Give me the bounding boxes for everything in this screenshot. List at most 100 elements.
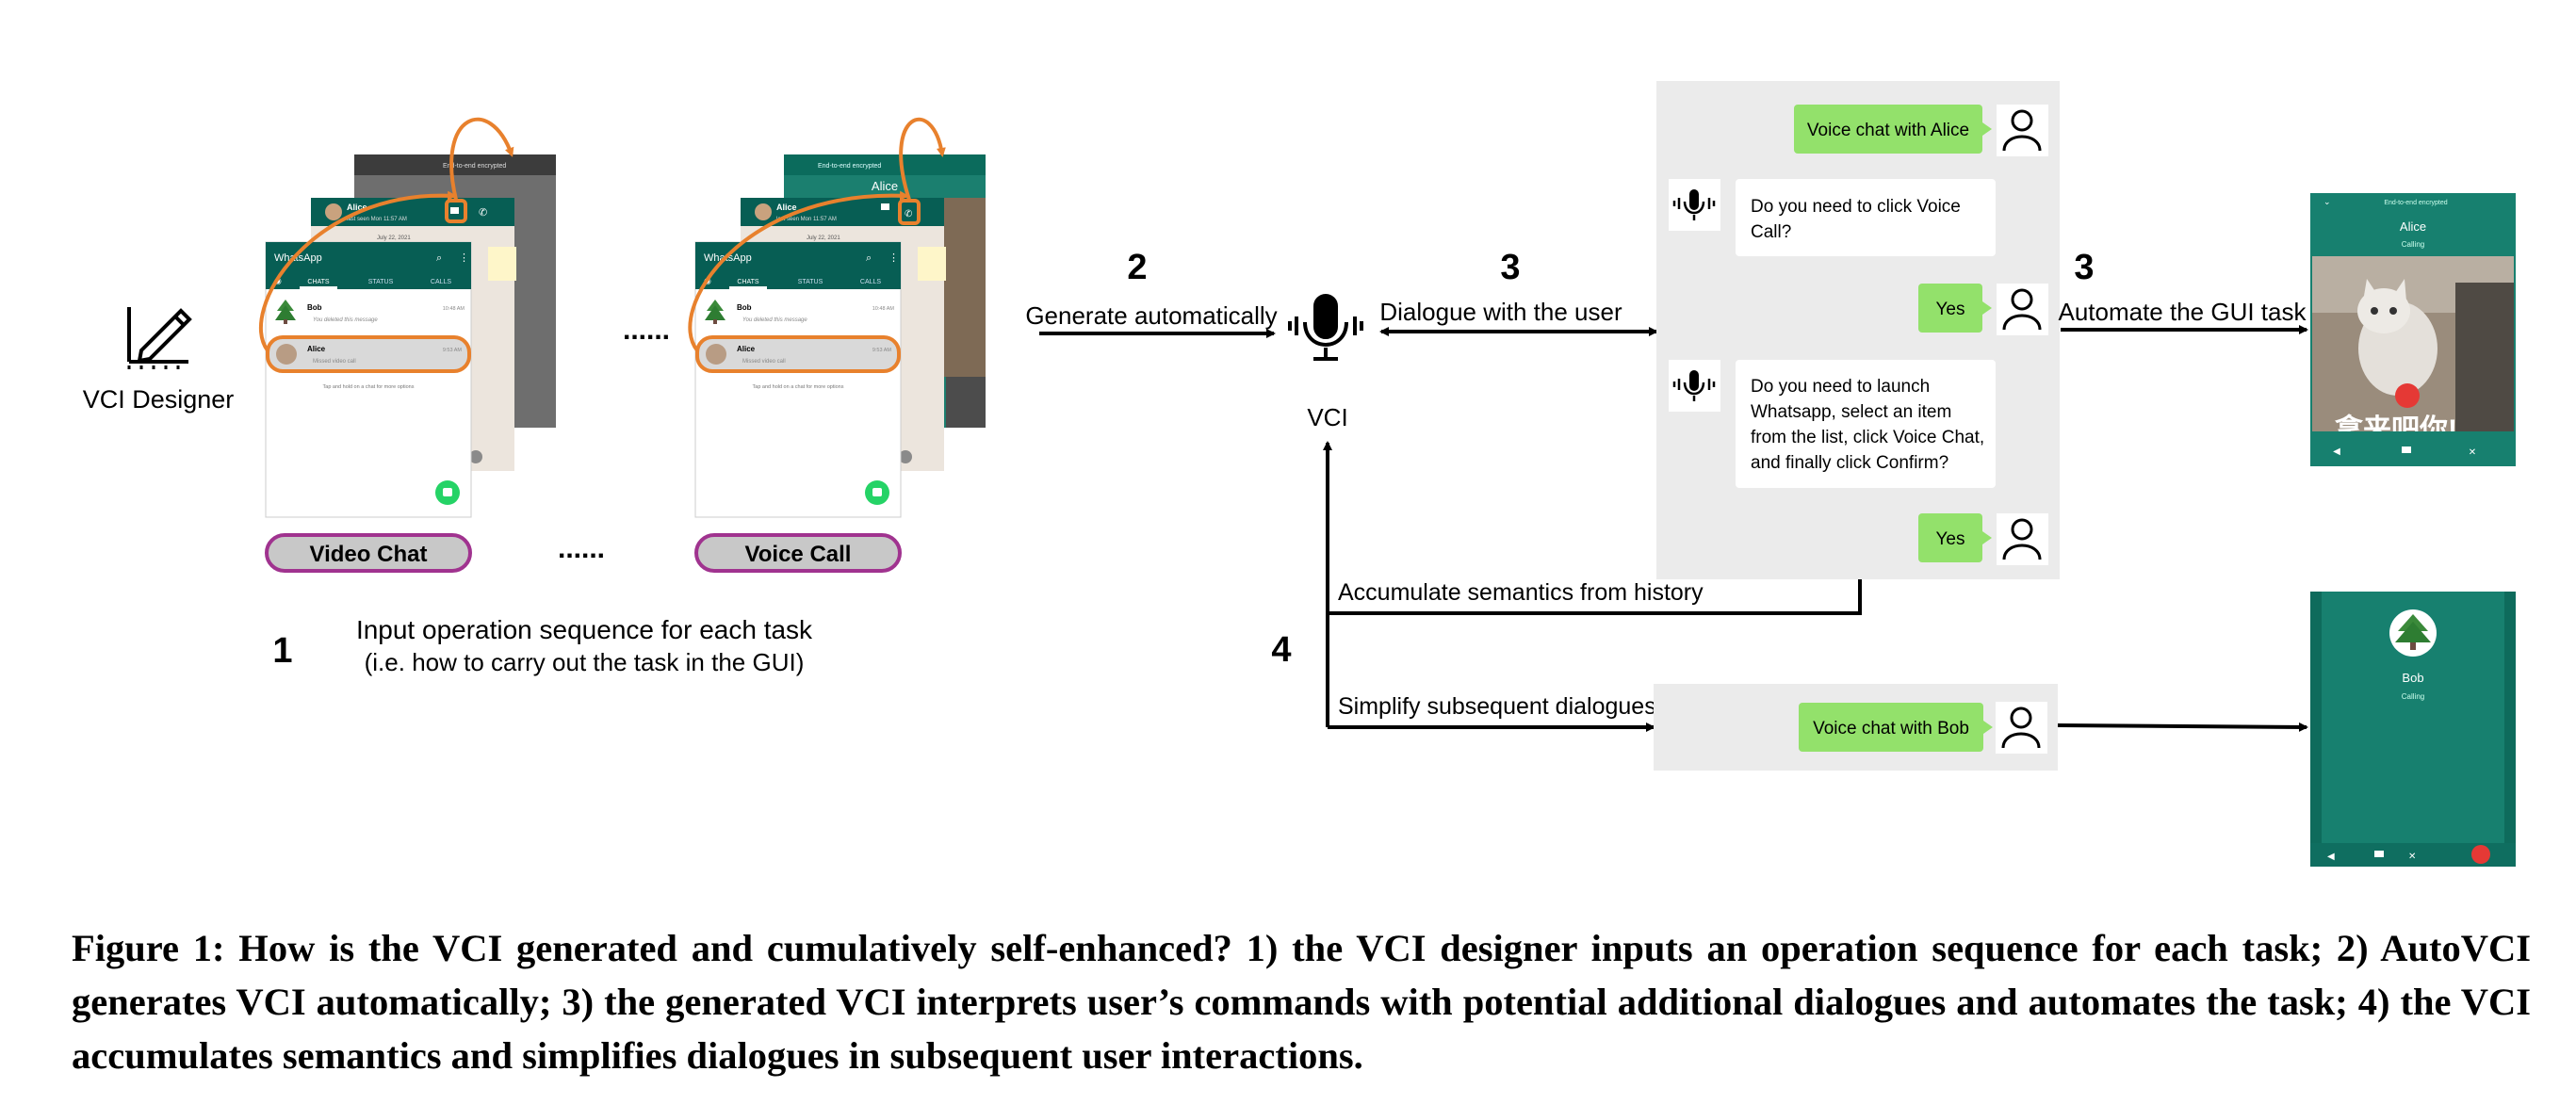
operation-arrows	[258, 117, 514, 352]
vci-message-1-line2: Call?	[1751, 222, 1791, 242]
designer-label: VCI Designer	[83, 385, 235, 414]
pencil-ruler-icon	[127, 307, 192, 369]
hint-text: Tap and hold on a chat for more options	[753, 384, 844, 390]
alice-last-message: Missed video call	[313, 359, 356, 365]
step-3a-label: Dialogue with the user	[1379, 298, 1622, 326]
vci-message-2-line1: Do you need to launch	[1751, 377, 1930, 397]
front-screen: WhatsApp ⌕ ⋮ ◉ CHATS STATUS CALLS Bob Yo…	[694, 241, 902, 518]
vci-avatar-icon	[1669, 179, 1720, 231]
vci-label: VCI	[1307, 403, 1347, 431]
video-call-icon[interactable]	[881, 203, 889, 210]
chat-name: Alice	[776, 203, 797, 212]
call-name: Alice	[872, 179, 898, 193]
hint-text: Tap and hold on a chat for more options	[323, 384, 415, 390]
chat-row-bob[interactable]: Bob You deleted this message 10:48 AM	[275, 300, 465, 324]
step-2-label: Generate automatically	[1025, 301, 1277, 330]
alice-last-message: Missed video call	[742, 359, 786, 365]
user-message-1: Voice chat with Alice	[1794, 105, 1992, 154]
svg-text:⌄: ⌄	[2323, 197, 2331, 206]
date-label: July 22, 2021	[807, 235, 840, 241]
user-avatar-icon	[1996, 702, 2047, 754]
chat-status: last seen Mon 11:57 AM	[776, 217, 837, 222]
sequence-dots-left: ......	[623, 315, 670, 346]
tab-status[interactable]: STATUS	[798, 279, 823, 285]
encrypted-text: End-to-end encrypted	[443, 163, 506, 170]
step-1-line2: (i.e. how to carry out the task in the G…	[365, 648, 805, 676]
user-avatar-icon	[1997, 513, 2048, 565]
speaker-icon[interactable]: ◀	[2333, 446, 2340, 457]
step-3a-number: 3	[1500, 248, 1520, 287]
step-1-line1: Input operation sequence for each task	[356, 615, 813, 644]
phone-icon[interactable]: ✆	[479, 207, 487, 219]
user-avatar-icon	[1997, 105, 2048, 156]
bob-call-screen: Bob Calling ◀ ✕	[2310, 592, 2516, 867]
mute-icon[interactable]: ✕	[2469, 447, 2476, 458]
chat-row-alice[interactable]: Alice Missed video call 9:53 AM	[266, 335, 471, 373]
tab-calls[interactable]: CALLS	[860, 279, 882, 285]
video-toggle-icon[interactable]	[2374, 851, 2384, 857]
chat-status: last seen Mon 11:57 AM	[347, 217, 407, 222]
chat-row-alice[interactable]: Alice Missed video call 9:53 AM	[695, 335, 901, 373]
menu-icon[interactable]: ⋮	[889, 252, 899, 264]
phone-icon[interactable]	[898, 199, 921, 225]
vci-avatar-icon	[1669, 360, 1720, 412]
mute-icon[interactable]: ✕	[2408, 852, 2416, 862]
task-video-chat: Video Chat	[265, 533, 472, 573]
end-call-icon[interactable]	[2471, 845, 2490, 864]
menu-icon[interactable]: ⋮	[459, 252, 469, 264]
alice-call-screen: ⌄ End-to-end encrypted Alice Calling 拿来吧…	[2310, 193, 2516, 466]
step-4-number: 4	[1271, 630, 1291, 670]
step-3b-label: Automate the GUI task	[2058, 298, 2307, 326]
tab-chats[interactable]: CHATS	[737, 279, 759, 285]
dialogue-panel: Voice chat with Alice Do you need to cli…	[1656, 81, 2060, 579]
sequence-dots-tasks: ......	[558, 533, 605, 564]
user-message-3-text: Yes	[1936, 529, 1965, 549]
user-message-2-text: Yes	[1936, 300, 1965, 319]
end-call-icon[interactable]	[2395, 383, 2420, 408]
avatar	[276, 344, 297, 365]
user-message-bob-text: Voice chat with Bob	[1813, 719, 1969, 739]
right-screen-stack: End-to-end encrypted Alice Alice last se…	[688, 117, 986, 518]
alice-time: 9:53 AM	[872, 348, 892, 353]
user-message-bob: Voice chat with Bob	[1799, 703, 1993, 752]
step-2-number: 2	[1127, 248, 1147, 287]
step-1-number: 1	[272, 631, 292, 671]
bob-last-message: You deleted this message	[742, 317, 807, 323]
bob-time: 10:48 AM	[443, 306, 465, 312]
vci-designer: VCI Designer	[83, 307, 235, 414]
search-icon[interactable]: ⌕	[866, 252, 872, 264]
vci-message-2-line2: Whatsapp, select an item	[1751, 402, 1951, 422]
call-name-alice: Alice	[2400, 219, 2426, 234]
svg-text:✆: ✆	[905, 209, 912, 219]
feedback-arrows	[1323, 441, 1862, 732]
tab-calls[interactable]: CALLS	[431, 279, 452, 285]
app-title: WhatsApp	[274, 252, 322, 264]
avatar	[325, 203, 342, 220]
video-call-icon[interactable]	[445, 199, 467, 223]
step-4-accumulate: Accumulate semantics from history	[1338, 579, 1704, 606]
step-4-simplify: Simplify subsequent dialogues	[1338, 693, 1656, 720]
search-icon[interactable]: ⌕	[436, 252, 442, 264]
vci-message-1-line1: Do you need to click Voice	[1751, 197, 1961, 217]
chat-row-bob[interactable]: Bob You deleted this message 10:48 AM	[705, 300, 894, 324]
left-screen-stack: End-to-end encrypted Alice last seen Mon…	[258, 117, 556, 518]
call-status-alice: Calling	[2402, 240, 2424, 249]
bob-time: 10:48 AM	[872, 306, 895, 312]
user-message-1-text: Voice chat with Alice	[1807, 121, 1969, 140]
front-screen: WhatsApp ⌕ ⋮ ◉ CHATS STATUS CALLS Bob Yo…	[265, 241, 472, 518]
speaker-icon[interactable]: ◀	[2327, 852, 2335, 862]
chat-name: Alice	[347, 203, 367, 212]
encrypted-text: End-to-end encrypted	[2384, 200, 2447, 206]
user-message-3: Yes	[1918, 513, 1992, 562]
alice-time: 9:53 AM	[443, 348, 463, 353]
vci-message-1: Do you need to click Voice Call?	[1736, 179, 1996, 256]
contact-name-bob: Bob	[737, 303, 752, 312]
call-name-bob: Bob	[2402, 671, 2423, 685]
tab-chats[interactable]: CHATS	[307, 279, 330, 285]
operation-arrows	[688, 117, 946, 352]
avatar	[755, 203, 772, 220]
video-toggle-icon[interactable]	[2402, 446, 2411, 453]
tab-status[interactable]: STATUS	[368, 279, 394, 285]
